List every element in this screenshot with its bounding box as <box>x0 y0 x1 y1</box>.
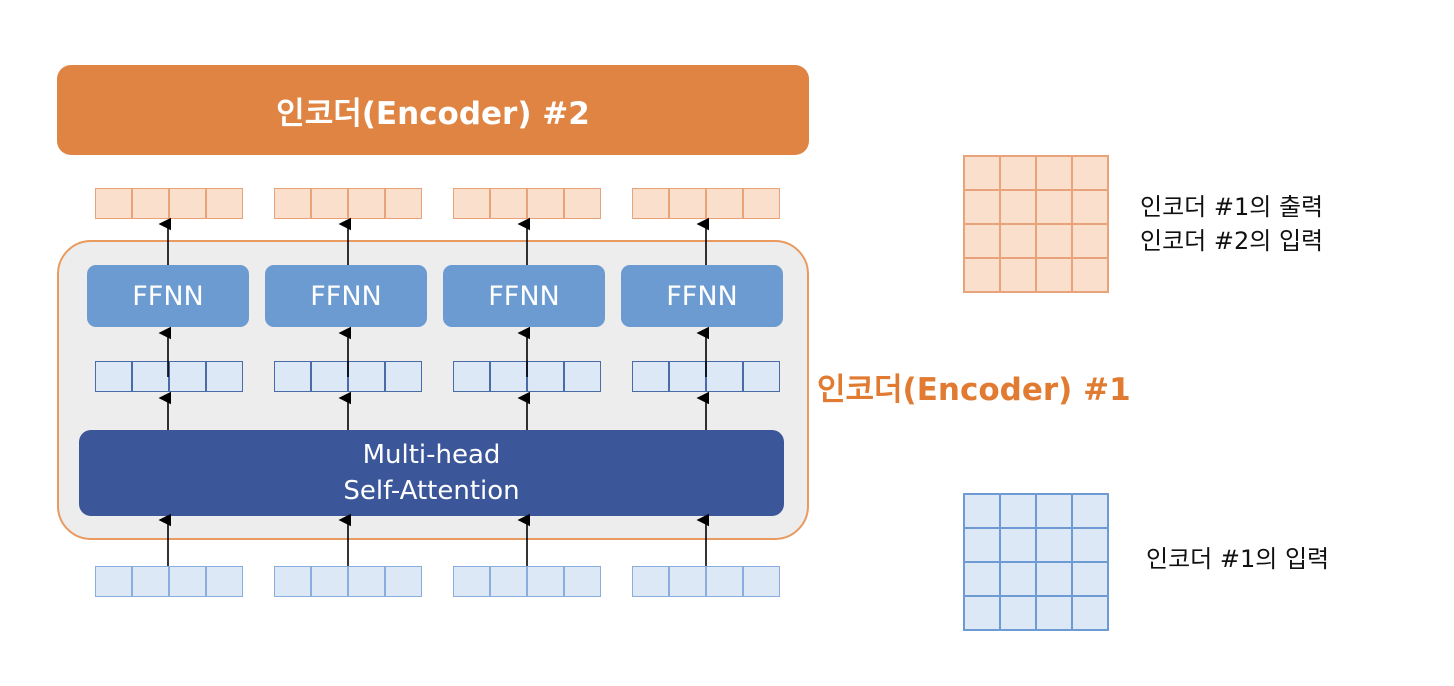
input-vector <box>453 566 601 597</box>
encoder2-block: 인코더(Encoder) #2 <box>57 65 809 155</box>
attention-output-vector <box>632 361 780 392</box>
attention-label-line1: Multi-head <box>362 440 501 470</box>
ffnn-block: FFNN <box>87 265 249 327</box>
encoder2-title: 인코더(Encoder) #2 <box>276 95 590 132</box>
input-vector <box>95 566 243 597</box>
ffnn-label: FFNN <box>488 280 560 312</box>
attention-output-vector <box>95 361 243 392</box>
multi-head-self-attention-block: Multi-head Self-Attention <box>79 430 784 516</box>
input-vector <box>632 566 780 597</box>
input-matrix-legend-icon <box>963 493 1109 631</box>
output-vector <box>632 188 780 219</box>
attention-label-line2: Self-Attention <box>343 476 520 506</box>
input-legend-line1: 인코더 #1의 입력 <box>1146 545 1330 573</box>
ffnn-block: FFNN <box>621 265 783 327</box>
output-vector <box>95 188 243 219</box>
output-legend-line1: 인코더 #1의 출력 <box>1140 193 1324 221</box>
ffnn-label: FFNN <box>132 280 204 312</box>
ffnn-block: FFNN <box>443 265 605 327</box>
ffnn-label: FFNN <box>666 280 738 312</box>
output-matrix-legend-icon <box>963 155 1109 293</box>
input-vector <box>274 566 422 597</box>
output-vector <box>453 188 601 219</box>
attention-output-vector <box>274 361 422 392</box>
output-vector <box>274 188 422 219</box>
ffnn-block: FFNN <box>265 265 427 327</box>
ffnn-label: FFNN <box>310 280 382 312</box>
attention-output-vector <box>453 361 601 392</box>
output-legend-text: 인코더 #1의 출력 인코더 #2의 입력 <box>1140 190 1323 258</box>
input-legend-text: 인코더 #1의 입력 <box>1146 542 1329 576</box>
output-legend-line2: 인코더 #2의 입력 <box>1140 227 1324 255</box>
encoder1-label: 인코더(Encoder) #1 <box>817 372 1131 408</box>
